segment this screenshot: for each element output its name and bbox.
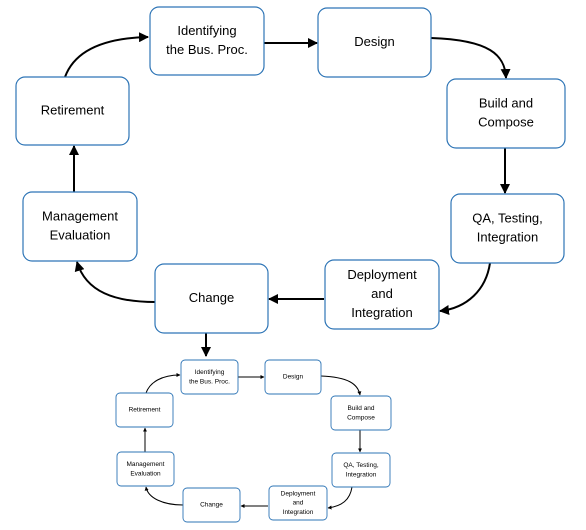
- thumb-node-identify-box: [180, 359, 239, 395]
- thumb-node-build-label-0: Build and: [347, 405, 374, 412]
- node-change-box: [154, 263, 269, 334]
- node-design-label-0: Design: [354, 34, 394, 49]
- thumb-node-management-label-0: Management: [127, 461, 165, 468]
- node-management-box: [22, 191, 138, 262]
- node-deploy-label-2: Integration: [351, 305, 412, 320]
- node-retirement-label-0: Retirement: [41, 102, 105, 117]
- thumb-node-design: Design: [264, 359, 322, 395]
- thumb-node-deploy-label-0: Deployment: [281, 490, 316, 497]
- thumb-node-build-box: [330, 395, 392, 431]
- thumb-node-deploy-label-2: Integration: [283, 509, 314, 516]
- node-deploy-label-1: and: [371, 286, 393, 301]
- node-change-label-0: Change: [189, 290, 235, 305]
- thumb-node-build-label-1: Compose: [347, 414, 375, 421]
- thumb-node-qa-label-0: QA, Testing,: [343, 462, 378, 469]
- node-identify-label-1: the Bus. Proc.: [166, 42, 248, 57]
- thumb-node-design-label-0: Design: [283, 374, 304, 381]
- node-change: Change: [154, 263, 269, 334]
- thumb-node-deploy-label-1: and: [293, 500, 304, 507]
- node-design: Design: [317, 7, 432, 78]
- thumb-node-identify-label-1: the Bus. Proc.: [189, 378, 230, 385]
- arrow-retirement-to-identify: [64, 32, 149, 78]
- node-identify-box: [149, 6, 265, 76]
- node-management-label-1: Evaluation: [50, 227, 111, 242]
- thumb-node-identify-label-0: Identifying: [195, 369, 225, 376]
- node-identify-label-0: Identifying: [177, 23, 236, 38]
- node-build-box: [446, 78, 566, 149]
- thumb-node-retirement-box: [115, 392, 174, 428]
- thumb-arrow-design-to-build: [320, 375, 362, 396]
- thumb-node-management-box: [116, 451, 175, 487]
- thumb-arrow-change-to-management: [144, 486, 184, 506]
- thumb-node-retirement-label-0: Retirement: [129, 407, 161, 414]
- node-build-label-1: Compose: [478, 114, 534, 129]
- thumb-node-change-label-0: Change: [200, 502, 223, 509]
- node-qa-label-0: QA, Testing,: [472, 211, 543, 226]
- node-deploy-label-0: Deployment: [347, 267, 417, 282]
- thumb-node-qa-box: [331, 452, 391, 488]
- node-retirement: Retirement: [15, 76, 130, 146]
- node-qa-label-1: Integration: [477, 229, 538, 244]
- thumb-node-qa: QA, Testing, Integration: [331, 452, 391, 488]
- node-retirement-box: [15, 76, 130, 146]
- node-deploy-box: [324, 259, 440, 330]
- thumb-node-qa-label-1: Integration: [346, 471, 377, 478]
- thumb-node-identify: Identifying the Bus. Proc.: [180, 359, 239, 395]
- arrow-change-to-management: [74, 261, 156, 303]
- arrow-design-to-build: [430, 37, 511, 79]
- node-identify: Identifying the Bus. Proc.: [149, 6, 265, 76]
- node-management-label-0: Management: [42, 209, 118, 224]
- node-qa-box: [450, 193, 565, 264]
- node-design-box: [317, 7, 432, 78]
- node-qa: QA, Testing, Integration: [450, 193, 565, 264]
- thumb-node-retirement: Retirement: [115, 392, 174, 428]
- thumb-arrow-qa-to-deploy: [327, 486, 353, 510]
- thumb-node-management-label-1: Evaluation: [130, 470, 161, 477]
- thumb-node-change: Change: [182, 487, 241, 523]
- arrow-qa-to-deploy: [439, 262, 491, 315]
- thumb-arrow-retirement-to-identify: [145, 373, 181, 394]
- thumb-node-design-box: [264, 359, 322, 395]
- node-build-label-0: Build and: [479, 96, 533, 111]
- thumb-node-deploy-box: [268, 485, 328, 521]
- thumb-node-change-box: [182, 487, 241, 523]
